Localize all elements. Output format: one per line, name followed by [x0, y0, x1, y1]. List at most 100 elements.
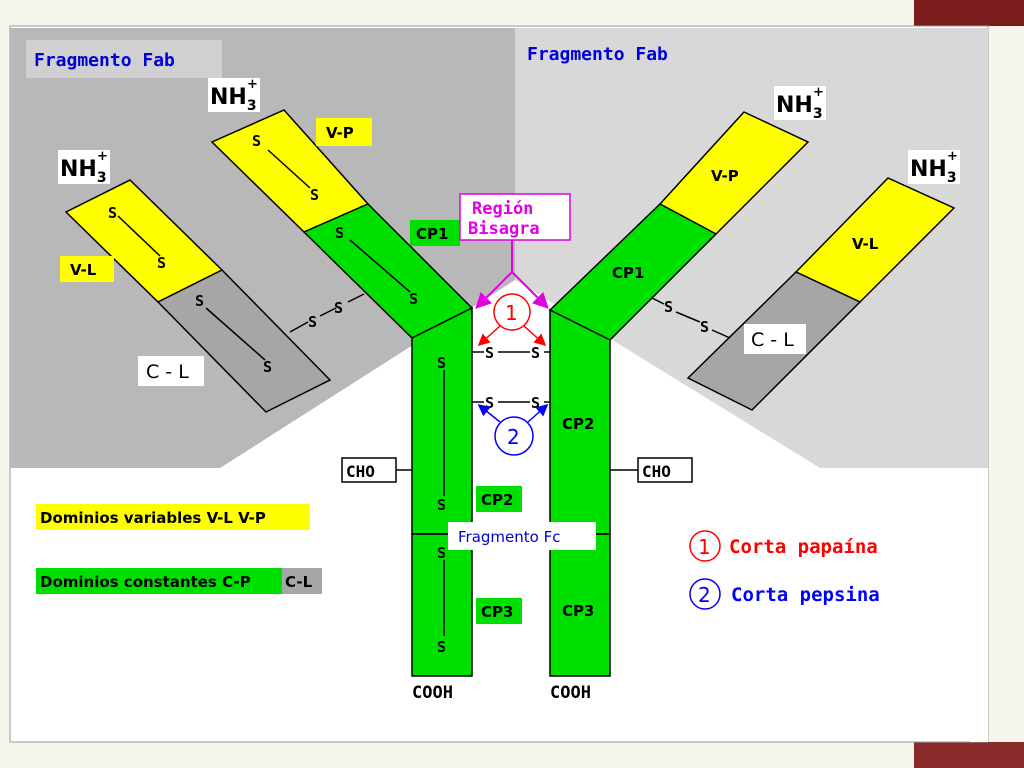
- pepsin-cut-marker: [494, 416, 534, 456]
- right-vp-label-box: [706, 162, 754, 188]
- right-heavy-nh3: NH3 +: [774, 85, 826, 122]
- fc-label-box: [448, 522, 596, 550]
- fab-left-title-box: [26, 40, 222, 78]
- left-cp1-s2: S: [409, 290, 418, 308]
- left-vl-s1: S: [108, 204, 117, 222]
- legend-constant: Dominios constantes C-P: [40, 573, 251, 591]
- corner-accent-bottom: [914, 742, 1024, 768]
- svg-text:+: +: [813, 85, 824, 100]
- left-light-nh3: NH3 +: [58, 149, 110, 186]
- legend-constant-cl: C-L: [285, 573, 313, 591]
- corner-accent: [914, 0, 1024, 26]
- hinge-pointer-left: [475, 271, 513, 309]
- legend-variable: Dominios variables V-L V-P: [40, 509, 266, 527]
- left-cp3-s2: S: [437, 638, 446, 656]
- left-heavy-nh3: NH3 +: [208, 77, 260, 114]
- left-vp-s2: S: [310, 186, 319, 204]
- legend-pepsin-text: Corta pepsina: [731, 584, 880, 606]
- right-vl-label-box: [846, 230, 894, 256]
- hinge-s2-right: S: [531, 394, 540, 412]
- left-interchain-bond-a: [289, 321, 309, 333]
- papain-arrow-right: [523, 325, 547, 347]
- left-interchain-s2: S: [334, 299, 343, 317]
- papain-cut-marker: [493, 293, 531, 331]
- legend-papain-text: Corta papaína: [729, 536, 878, 558]
- hinge-label-line1: Región: [472, 199, 533, 219]
- left-vp-label: V-P: [326, 124, 354, 142]
- left-interchain-bond-b: [319, 307, 337, 317]
- left-interchain-bond-c: [347, 293, 365, 303]
- left-vl-label-box: [60, 256, 114, 282]
- right-cl-label-box: [744, 324, 806, 354]
- svg-text:NH3: NH3: [210, 85, 257, 114]
- right-cp2-label: CP2: [562, 415, 594, 433]
- right-light-nh3: NH3 +: [908, 149, 960, 186]
- svg-text:+: +: [247, 77, 258, 92]
- right-vp-label: V-P: [711, 167, 739, 185]
- hinge-pointer-right: [511, 271, 549, 309]
- left-cp1-label-box: [410, 220, 460, 246]
- papain-arrow-left: [477, 325, 501, 347]
- svg-text:NH3: NH3: [60, 157, 107, 186]
- left-vl-label: V-L: [70, 261, 97, 279]
- left-vl-s2: S: [157, 254, 166, 272]
- left-cl-s2: S: [263, 358, 272, 376]
- svg-text:+: +: [97, 149, 108, 164]
- hinge-label-box: [459, 193, 571, 241]
- white-patch-bottom-right: [970, 468, 988, 742]
- left-vp-disulfide: [267, 149, 311, 189]
- pepsin-cut-number: 2: [507, 425, 520, 449]
- right-interchain-bond-c: [711, 329, 731, 339]
- left-cho-label: CHO: [346, 462, 375, 481]
- left-vp-label-box: [316, 118, 372, 146]
- right-vl-label: V-L: [852, 235, 879, 253]
- hinge-s2-left: S: [485, 394, 494, 412]
- papain-cut-number: 1: [505, 301, 518, 325]
- left-cp1-disulfide: [349, 239, 411, 293]
- right-cp1-label: CP1: [612, 264, 644, 282]
- left-cl-disulfide: [205, 307, 266, 361]
- fab-right-background: [515, 28, 988, 468]
- hinge-s1-left: S: [485, 344, 494, 362]
- svg-text:NH3: NH3: [910, 157, 957, 186]
- left-cl-label-box: [138, 356, 204, 386]
- right-cho-label: CHO: [642, 462, 671, 481]
- left-cp2-s2: S: [437, 496, 446, 514]
- left-interchain-s1: S: [308, 313, 317, 331]
- left-cl-s1: S: [195, 292, 204, 310]
- left-cp3-s1: S: [437, 544, 446, 562]
- fc-label: Fragmento Fc: [458, 528, 560, 546]
- legend-constant-cl-box: [282, 568, 322, 594]
- left-cho-box: [341, 457, 397, 483]
- right-interchain-bond-a: [651, 297, 665, 305]
- legend-variable-box: [36, 504, 310, 530]
- right-interchain-bond-b: [675, 311, 701, 323]
- right-cooh-label: COOH: [550, 683, 591, 703]
- right-cp3-label: CP3: [562, 602, 594, 620]
- left-vl-disulfide: [117, 215, 161, 257]
- hinge-s1-right: S: [531, 344, 540, 362]
- fab-left-background: [10, 28, 515, 468]
- right-cl-label: C - L: [751, 329, 794, 351]
- left-cp1-label: CP1: [416, 225, 448, 243]
- fab-left-title: Fragmento Fab: [34, 50, 175, 71]
- left-cp2-s1: S: [437, 354, 446, 372]
- pepsin-arrow-right: [527, 404, 549, 423]
- left-cp2-label-box: [476, 486, 522, 512]
- svg-text:NH3: NH3: [776, 93, 823, 122]
- legend-papain-number: 1: [698, 535, 711, 559]
- left-vp-s1: S: [252, 132, 261, 150]
- legend-pepsin-icon: [689, 578, 721, 610]
- left-cooh-label: COOH: [412, 683, 453, 703]
- left-cl-label: C - L: [146, 361, 189, 383]
- left-cp2-label: CP2: [481, 491, 513, 509]
- left-cp3-label: CP3: [481, 603, 513, 621]
- fab-right-title: Fragmento Fab: [527, 44, 668, 65]
- hinge-label-line2: Bisagra: [468, 219, 540, 239]
- right-interchain-s1: S: [664, 298, 673, 316]
- legend-papain-icon: [689, 530, 721, 562]
- right-interchain-s2: S: [700, 318, 709, 336]
- pepsin-arrow-left: [477, 404, 501, 423]
- left-cp1-s1: S: [335, 224, 344, 242]
